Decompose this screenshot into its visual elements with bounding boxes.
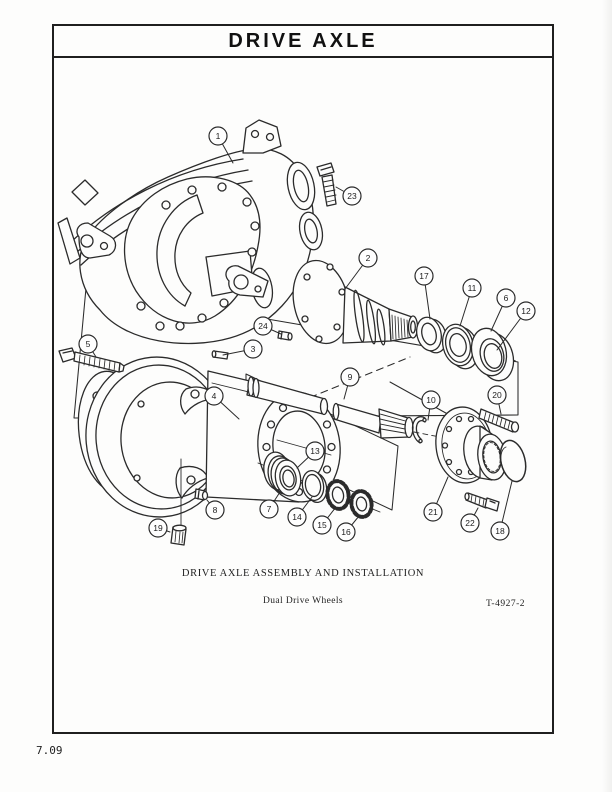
snap-ring <box>411 416 427 444</box>
flange-bolt <box>464 492 500 512</box>
callout-5 <box>78 334 98 354</box>
callout-number-22: 22 <box>465 518 475 528</box>
title-bar: DRIVE AXLE <box>54 26 552 58</box>
callout-11 <box>462 278 482 298</box>
callout-number-15: 15 <box>317 520 327 530</box>
callout-2 <box>358 248 378 268</box>
anchor-pin <box>170 458 187 546</box>
callout-10 <box>421 390 441 410</box>
callout-number-20: 20 <box>492 390 502 400</box>
callout-number-4: 4 <box>212 391 217 401</box>
callout-8 <box>205 500 225 520</box>
callout-12 <box>516 301 536 321</box>
page-title: DRIVE AXLE <box>228 29 378 52</box>
mounting-bolt <box>58 347 125 373</box>
callout-23 <box>342 186 362 206</box>
callout-24 <box>253 316 273 336</box>
callout-number-19: 19 <box>153 523 163 533</box>
callout-6 <box>496 288 516 308</box>
callout-number-9: 9 <box>348 372 353 382</box>
page-border: DRIVE AXLE DRIVE AXLE ASSEMBLY AND INSTA… <box>52 24 554 734</box>
callout-number-7: 7 <box>267 504 272 514</box>
inner-bearing-set <box>257 451 381 519</box>
callout-number-5: 5 <box>86 339 91 349</box>
callout-number-10: 10 <box>426 395 436 405</box>
callout-21 <box>423 502 443 522</box>
callout-number-8: 8 <box>213 505 218 515</box>
callout-number-21: 21 <box>428 507 438 517</box>
callout-15 <box>312 515 332 535</box>
callout-13 <box>305 441 325 461</box>
brake-drum <box>77 356 231 518</box>
callout-1 <box>208 126 228 146</box>
callout-19 <box>148 518 168 538</box>
scan-edge-shade <box>602 0 612 792</box>
callout-3 <box>243 339 263 359</box>
callout-number-3: 3 <box>251 344 256 354</box>
callout-4 <box>204 386 224 406</box>
callout-17 <box>414 266 434 286</box>
callout-number-1: 1 <box>216 131 221 141</box>
page-number: 7.09 <box>36 744 63 757</box>
hub-cap-screw <box>194 488 209 501</box>
axle-shaft <box>246 376 441 439</box>
callout-14 <box>287 507 307 527</box>
callout-number-2: 2 <box>366 253 371 263</box>
lock-pin <box>211 350 229 360</box>
outer-bearing-set <box>415 316 517 382</box>
callout-22 <box>460 513 480 533</box>
callout-number-17: 17 <box>419 271 429 281</box>
callout-7 <box>259 499 279 519</box>
callout-9 <box>340 367 360 387</box>
hub-cap <box>499 439 527 483</box>
figure-caption: DRIVE AXLE ASSEMBLY AND INSTALLATION <box>181 568 425 579</box>
flange-stud <box>478 408 520 433</box>
callout-number-6: 6 <box>504 293 509 303</box>
callout-number-14: 14 <box>292 512 302 522</box>
callout-20 <box>487 385 507 405</box>
callout-number-16: 16 <box>341 527 351 537</box>
callout-number-12: 12 <box>521 306 531 316</box>
figure-subcaption: Dual Drive Wheels <box>263 596 343 606</box>
assembly-axis-line <box>231 356 411 430</box>
callout-number-23: 23 <box>347 191 357 201</box>
callout-number-13: 13 <box>310 446 320 456</box>
callout-18 <box>490 521 510 541</box>
drive-flange <box>435 406 527 512</box>
callout-number-18: 18 <box>495 526 505 536</box>
spindle <box>225 259 419 346</box>
figure-reference: T-4927-2 <box>486 599 526 609</box>
fill-plug <box>277 330 293 341</box>
callout-number-24: 24 <box>258 321 268 331</box>
callout-number-11: 11 <box>468 283 477 293</box>
callout-16 <box>336 522 356 542</box>
housing-bolt <box>316 162 337 207</box>
